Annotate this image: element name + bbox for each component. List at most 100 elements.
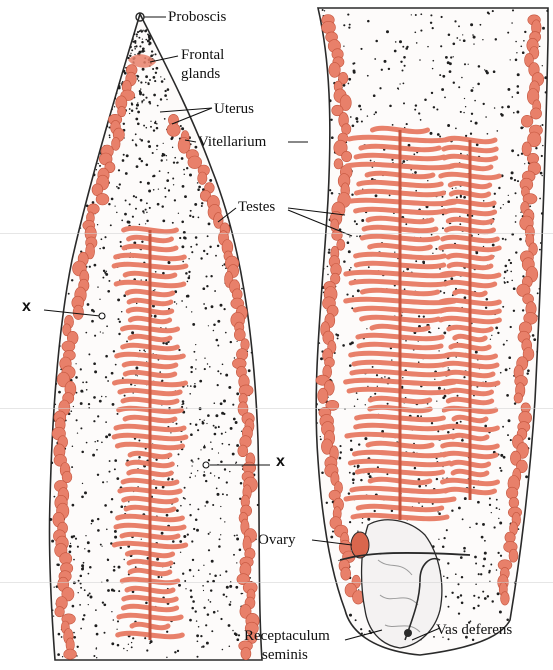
stipple-dot [405,223,407,225]
stipple-dot [80,227,81,228]
stipple-dot [184,195,187,198]
stipple-dot [153,94,156,97]
stipple-dot [415,260,417,262]
stipple-dot [464,497,467,500]
stipple-dot [89,566,92,569]
stipple-dot [93,396,96,399]
stipple-dot [520,127,523,130]
stipple-dot [127,650,128,651]
stipple-dot [450,223,451,224]
stipple-dot [511,171,514,174]
stipple-dot [145,39,147,41]
stipple-dot [494,193,496,195]
stipple-dot [145,75,148,78]
stipple-dot [348,26,350,28]
stipple-dot [209,573,211,575]
stipple-dot [203,565,204,566]
stipple-dot [497,332,499,334]
stipple-dot [136,36,137,37]
stipple-dot [517,154,519,156]
stipple-dot [209,366,211,368]
stipple-dot [352,472,355,475]
stipple-dot [128,221,131,224]
stipple-dot [148,101,151,104]
stipple-dot [153,76,156,79]
stipple-dot [164,118,166,120]
stipple-dot [148,145,151,148]
stipple-dot [148,190,151,193]
stipple-dot [176,162,178,164]
stipple-dot [402,160,405,163]
stipple-dot [542,124,544,126]
stipple-dot [218,452,219,453]
stipple-dot [241,288,243,290]
stipple-dot [511,96,513,98]
stipple-dot [217,384,219,386]
stipple-dot [182,185,185,188]
stipple-dot [132,637,134,639]
stipple-dot [352,478,355,481]
stipple-dot [88,604,89,605]
stipple-dot [107,290,110,293]
stipple-dot [121,311,122,312]
stipple-dot [114,536,117,539]
stipple-dot [463,196,466,199]
stipple-dot [503,344,505,346]
stipple-dot [505,265,508,268]
stipple-dot [110,511,113,514]
stipple-dot [156,149,157,150]
stipple-dot [176,423,178,425]
stipple-dot [100,331,101,332]
stipple-dot [442,546,445,549]
stipple-dot [432,27,434,29]
stipple-dot [361,522,363,524]
stipple-dot [349,236,350,237]
stipple-dot [337,337,339,339]
stipple-dot [507,32,509,34]
vitellarium-lobe [501,592,510,605]
stipple-dot [539,288,541,290]
stipple-dot [471,215,473,217]
stipple-dot [97,529,100,532]
stipple-dot [482,591,484,593]
stipple-dot [350,267,351,268]
stipple-dot [141,102,142,103]
stipple-dot [197,470,198,471]
stipple-dot [347,241,350,244]
stipple-dot [456,196,458,198]
stipple-dot [189,393,191,395]
stipple-dot [101,441,103,443]
stipple-dot [224,521,225,522]
stipple-dot [205,307,208,310]
stipple-dot [124,559,125,560]
stipple-dot [503,456,506,459]
stipple-dot [149,642,151,644]
label-frontal-line1: Frontal [181,47,224,63]
stipple-dot [517,180,519,182]
stipple-dot [468,64,469,65]
stipple-dot [145,209,147,211]
stipple-dot [436,108,438,110]
stipple-dot [444,97,446,99]
stipple-dot [154,122,156,124]
stipple-dot [190,246,192,248]
stipple-dot [449,70,452,73]
stipple-dot [374,114,376,116]
stipple-dot [225,374,228,377]
stipple-dot [136,165,139,168]
stipple-dot [166,99,167,100]
stipple-dot [120,241,122,243]
stipple-dot [131,331,134,334]
stipple-dot [229,585,232,588]
stipple-dot [427,180,428,181]
stipple-dot [236,562,237,563]
stipple-dot [452,42,455,45]
stipple-dot [464,63,466,65]
stipple-dot [180,505,182,507]
stipple-dot [542,145,543,146]
stipple-dot [206,642,209,645]
stipple-dot [118,566,121,569]
label-vas-deferens: Vas deferens [436,622,512,638]
stipple-dot [183,169,185,171]
